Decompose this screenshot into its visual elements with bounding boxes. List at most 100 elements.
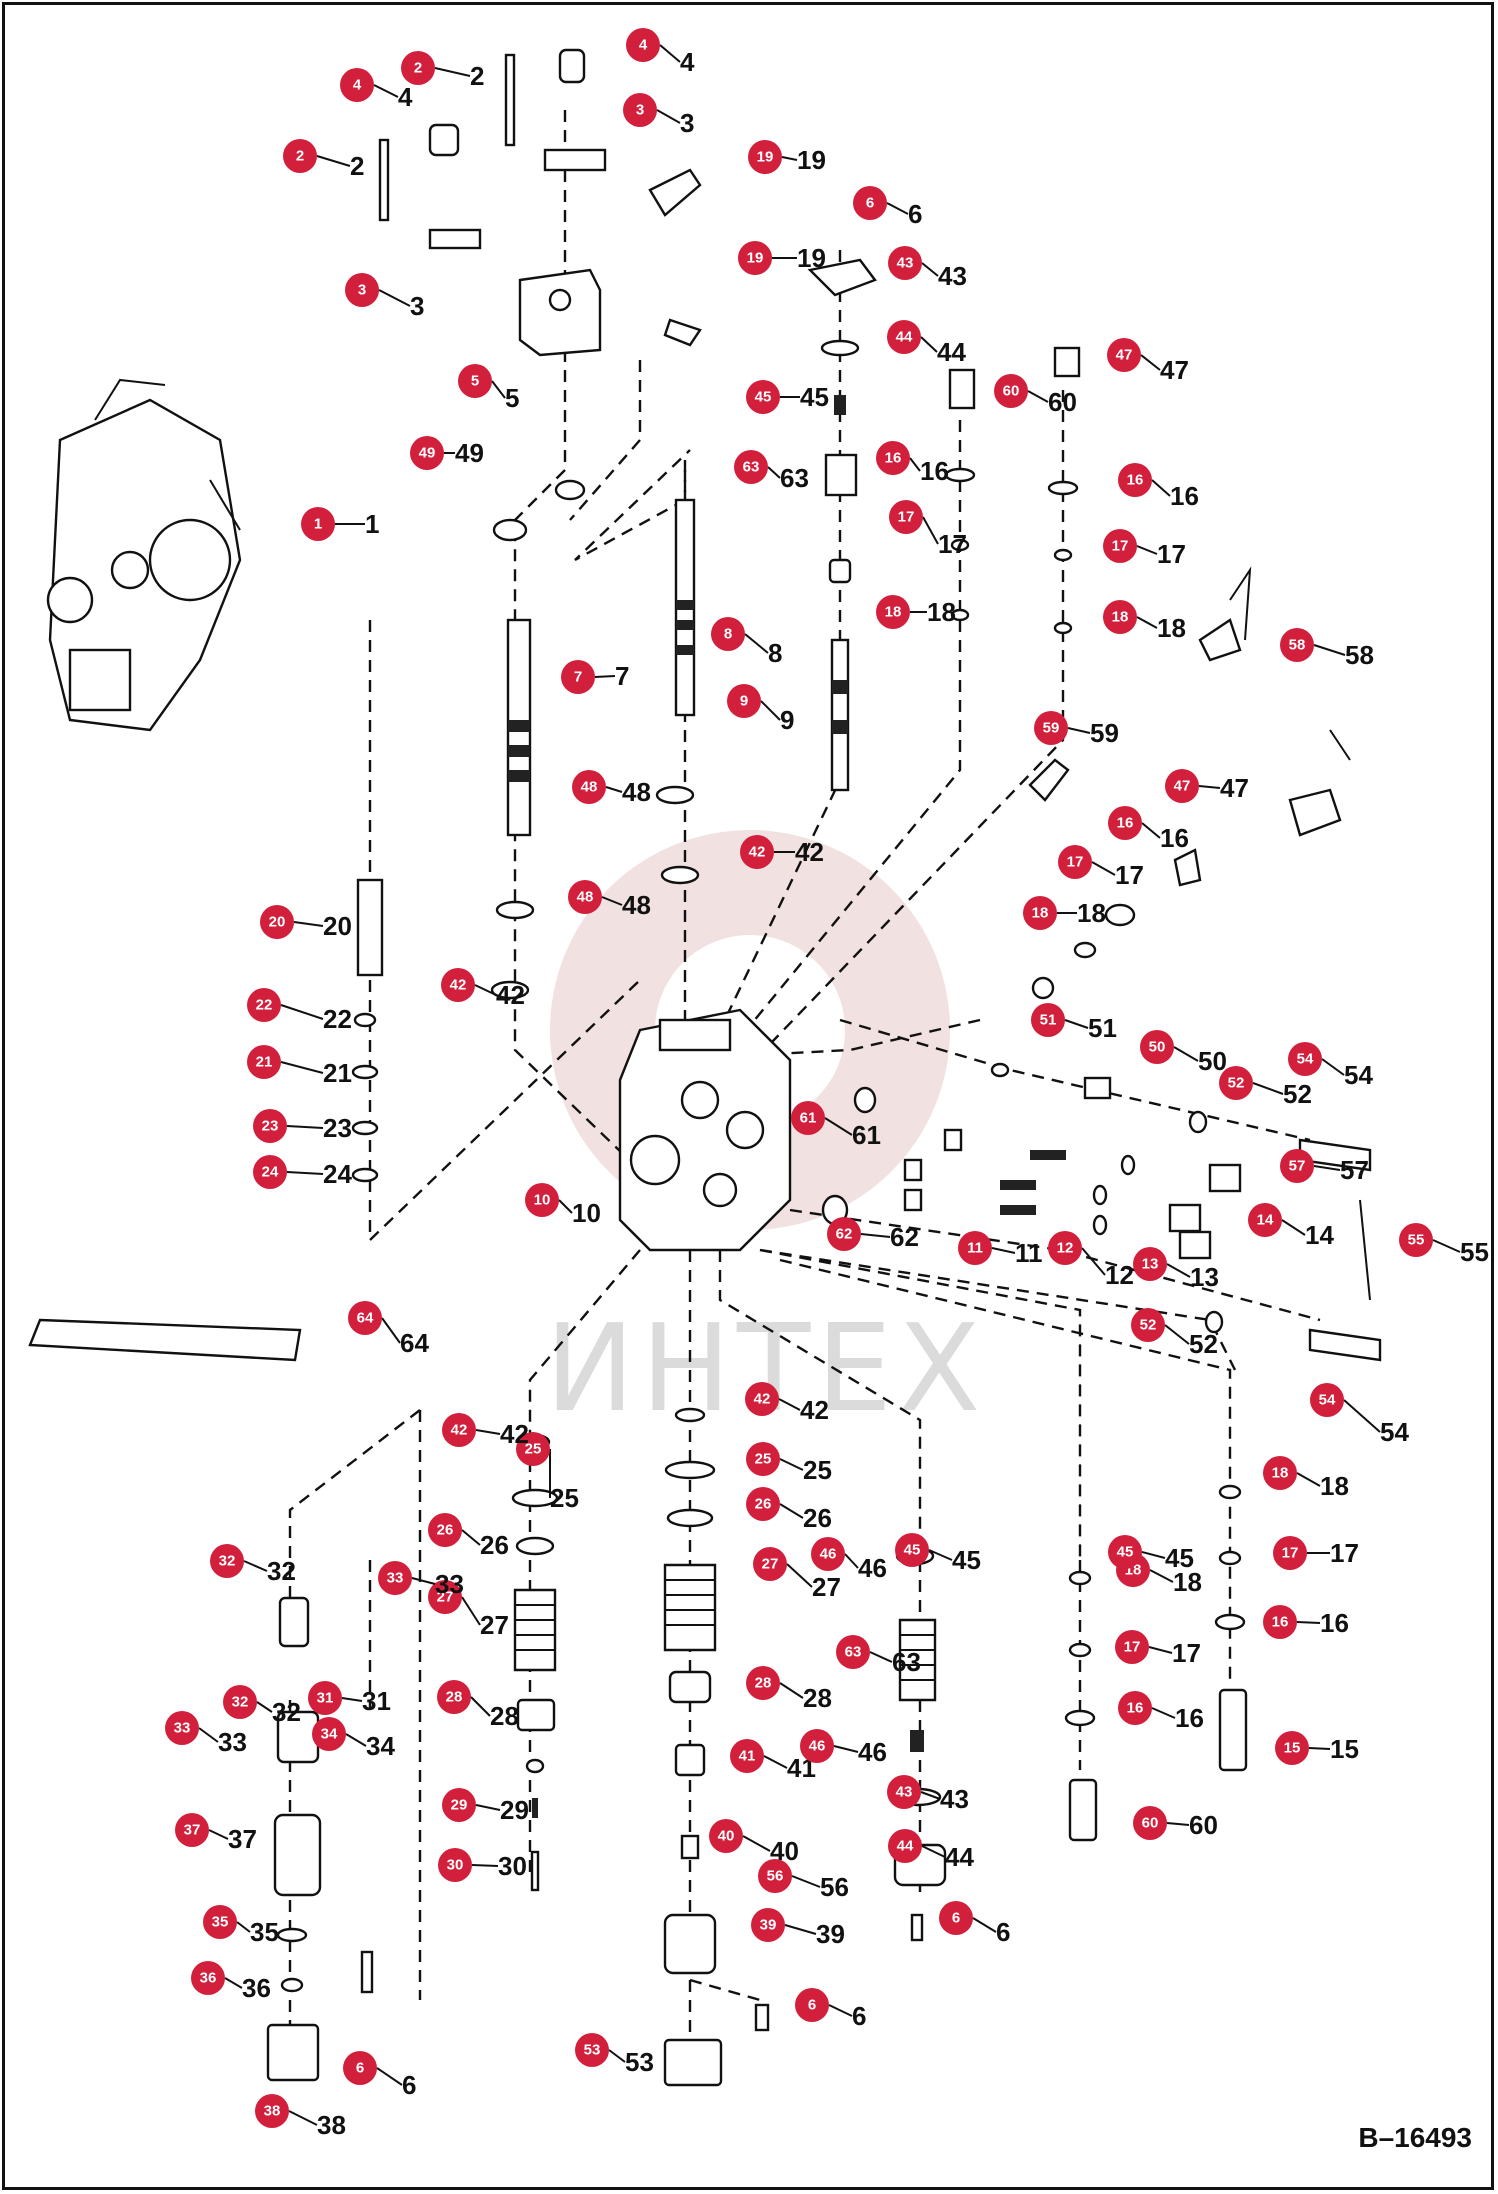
callout-dot <box>745 1382 779 1416</box>
callout-number: 57 <box>1289 1158 1306 1175</box>
callout-number: 11 <box>967 1240 983 1257</box>
callout-label: 9 <box>780 705 794 735</box>
callout-label: 62 <box>890 1222 919 1252</box>
callout-number: 17 <box>1067 854 1084 871</box>
callout-dot <box>1031 1003 1065 1037</box>
callout-dot <box>340 68 374 102</box>
callout-label: 33 <box>218 1727 247 1757</box>
callout-number: 47 <box>1116 347 1133 364</box>
callout-dot <box>994 374 1028 408</box>
callout-dot <box>1133 1247 1167 1281</box>
callout-label: 16 <box>1320 1608 1349 1638</box>
callout-label: 30 <box>498 1851 527 1881</box>
callout-dot <box>378 1561 412 1595</box>
callout-label: 43 <box>940 1784 969 1814</box>
callout-dot <box>223 1685 257 1719</box>
callout-label: 6 <box>402 2070 416 2100</box>
callout-leader-line <box>243 1560 268 1572</box>
callout-label: 44 <box>937 337 966 367</box>
callout-dot <box>572 770 606 804</box>
callout-number: 6 <box>866 195 874 212</box>
callout-leader-line <box>909 457 921 472</box>
callout-label: 17 <box>1115 860 1144 890</box>
callout-number: 39 <box>760 1917 777 1934</box>
callout-leader-line <box>341 1697 363 1702</box>
callout-leader-line <box>1067 727 1091 734</box>
callout-label: 37 <box>228 1824 257 1854</box>
callout-number: 19 <box>747 250 764 267</box>
callout-number: 61 <box>800 1110 817 1127</box>
callout-dot <box>1219 1066 1253 1100</box>
callout-number: 18 <box>1112 609 1129 626</box>
callout-label: 42 <box>496 980 525 1010</box>
callout-number: 8 <box>724 626 732 643</box>
callout-dot <box>1310 1383 1344 1417</box>
callout-number: 51 <box>1040 1012 1057 1029</box>
callout-dot <box>437 1680 471 1714</box>
callout-label: 47 <box>1160 355 1189 385</box>
callout-number: 31 <box>317 1690 334 1707</box>
callout-label: 25 <box>550 1483 579 1513</box>
callout-label: 16 <box>1170 481 1199 511</box>
callout-label: 6 <box>852 2001 866 2031</box>
callout-dot <box>1275 1731 1309 1765</box>
callout-dot <box>345 273 379 307</box>
callout-number: 25 <box>755 1451 772 1468</box>
callout-number: 64 <box>357 1310 374 1327</box>
callout-dot <box>791 1101 825 1135</box>
callout-dot <box>458 364 492 398</box>
callout-leader-line <box>972 1917 997 1933</box>
callout-number: 1 <box>314 516 322 533</box>
callout-dot <box>210 1544 244 1578</box>
callout-dot <box>711 617 745 651</box>
callout-number: 10 <box>534 1192 551 1209</box>
callout-leader-line <box>1027 390 1049 403</box>
callout-leader-line <box>474 984 497 996</box>
callout-label: 63 <box>892 1647 921 1677</box>
callout-dot <box>746 1666 780 1700</box>
callout-number: 17 <box>1124 1639 1141 1656</box>
callout-leader-line <box>659 44 681 63</box>
callout-leader-line <box>1064 1019 1089 1029</box>
callout-number: 6 <box>356 2060 364 2077</box>
callout-leader-line <box>760 700 781 721</box>
callout-leader-line <box>208 1829 229 1840</box>
callout-number: 42 <box>451 1422 468 1439</box>
callout-number: 42 <box>754 1391 771 1408</box>
callout-dot <box>253 1155 287 1189</box>
callout-dot <box>1280 1149 1314 1183</box>
callout-leader-line <box>1313 644 1346 656</box>
callout-number: 46 <box>820 1546 837 1563</box>
callout-label: 44 <box>945 1842 974 1872</box>
callout-number: 48 <box>581 779 598 796</box>
callout-label: 60 <box>1189 1810 1218 1840</box>
callout-number: 18 <box>1272 1465 1289 1482</box>
callout-dot <box>746 1487 780 1521</box>
callout-leader-line <box>869 1651 893 1663</box>
callout-number: 7 <box>574 669 582 686</box>
